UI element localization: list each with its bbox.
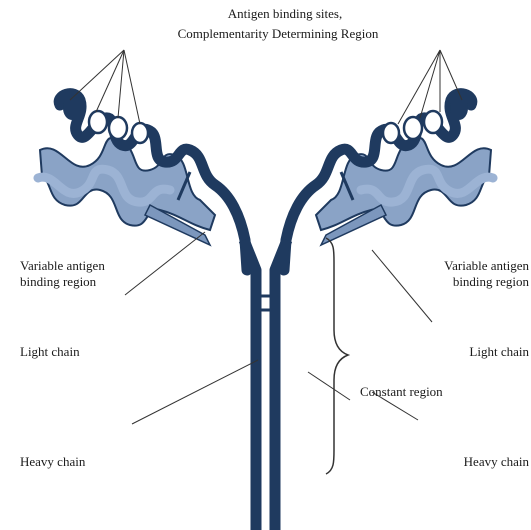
cdr-label-line1: Antigen binding sites, — [170, 6, 400, 22]
constant-region-label: Constant region — [360, 384, 443, 400]
right-cdr-loop — [450, 96, 468, 120]
right-cdr-loop — [383, 123, 399, 143]
right-fab-arm — [284, 94, 493, 270]
light-chain-label-left: Light chain — [20, 344, 80, 360]
right-heavy-chain-stem — [275, 240, 287, 530]
left-cdr-loop — [109, 117, 127, 139]
left-cdr-loop — [132, 123, 148, 143]
heavy-chain-label-right: Heavy chain — [464, 454, 529, 470]
left-heavy-chain-stem — [244, 240, 256, 530]
fc-stem — [244, 240, 287, 530]
variable-region-label-right-1: Variable antigen — [444, 258, 529, 274]
variable-region-label-left-2: binding region — [20, 274, 96, 290]
light-chain-label-right: Light chain — [469, 344, 529, 360]
left-cdr-loop — [89, 111, 107, 133]
heavy-chain-label-left: Heavy chain — [20, 454, 85, 470]
constant-region-brace — [326, 238, 348, 474]
variable-region-label-right-2: binding region — [453, 274, 529, 290]
variable-region-label-left-1: Variable antigen — [20, 258, 105, 274]
cdr-label-line2: Complementarity Determining Region — [118, 26, 438, 42]
right-cdr-loop — [404, 117, 422, 139]
left-fab-arm — [38, 94, 247, 270]
cdr-pointers — [70, 50, 462, 124]
right-cdr-loop — [424, 111, 442, 133]
left-cdr-loop — [63, 96, 81, 120]
